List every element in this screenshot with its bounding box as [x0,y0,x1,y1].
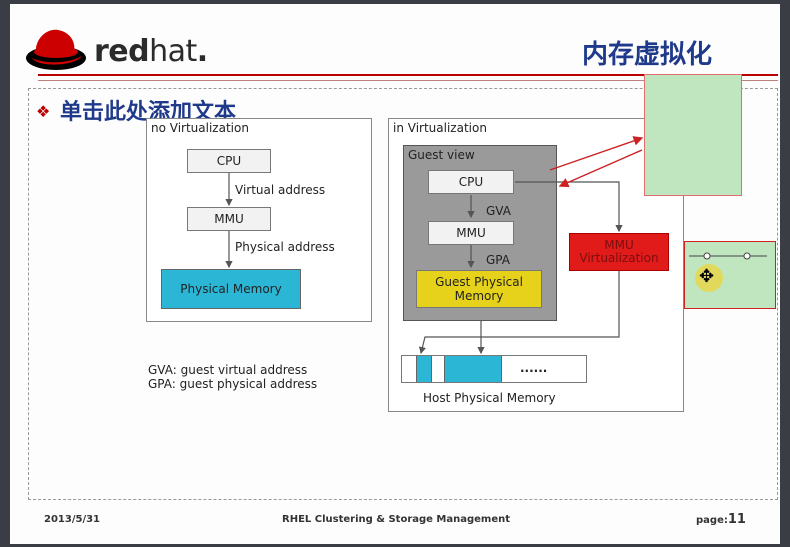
physical-address-label: Physical address [235,240,335,254]
footer-date: 2013/5/31 [44,514,101,525]
gva-label: GVA [486,204,511,218]
footer-title: RHEL Clustering & Storage Management [282,514,511,525]
guest-cpu-box: CPU [428,170,514,194]
title-rule [38,74,778,76]
slide-title: 内存虚拟化 [582,40,713,70]
in-virtualization-panel: in Virtualization Guest view CPU GVA MMU… [388,118,684,412]
note-connector-icon [689,252,767,292]
slide: redhat. 内存虚拟化 ❖ 单击此处添加文本 no Virtualizati… [10,4,780,544]
guest-view-panel: Guest view CPU GVA MMU GPA Guest Physica… [403,145,557,321]
guest-mmu-box: MMU [428,221,514,245]
footer-page: page:11 [696,512,746,527]
annotation-arrows [549,136,644,188]
virtual-address-label: Virtual address [235,183,326,197]
host-memory-segment-2 [444,356,502,382]
redhat-logo-text: redhat. [94,34,208,69]
page-number: 11 [727,512,746,527]
cpu-box: CPU [187,149,271,173]
legend-gpa: GPA: guest physical address [148,377,318,391]
right-arrows [418,181,623,355]
host-memory-dots: ...... [520,361,548,375]
guest-physical-memory-box: Guest Physical Memory [416,270,542,308]
gpa-label: GPA [486,253,510,267]
redhat-logo-icon [24,22,88,76]
in-virtualization-title: in Virtualization [393,121,487,135]
mmu-box: MMU [187,207,271,231]
guest-view-label: Guest view [408,148,475,162]
title-rule-thin [38,80,778,81]
legend-gva: GVA: guest virtual address [148,363,308,377]
host-physical-memory-label: Host Physical Memory [423,391,556,405]
annotation-note-large[interactable] [644,74,742,196]
mmu-virtualization-box: MMU Virtualization [569,233,669,271]
physical-memory-box: Physical Memory [161,269,301,309]
left-arrows [225,173,233,269]
no-virtualization-panel: no Virtualization CPU Virtual address MM… [146,118,372,322]
bullet-icon: ❖ [36,102,51,121]
no-virtualization-title: no Virtualization [151,121,249,135]
host-memory-bar: ...... [401,355,587,383]
host-memory-segment-1 [416,356,432,382]
annotation-note-small[interactable]: ✥ [684,241,776,309]
content-placeholder-area[interactable] [28,88,778,500]
move-cursor-icon: ✥ [699,266,715,287]
